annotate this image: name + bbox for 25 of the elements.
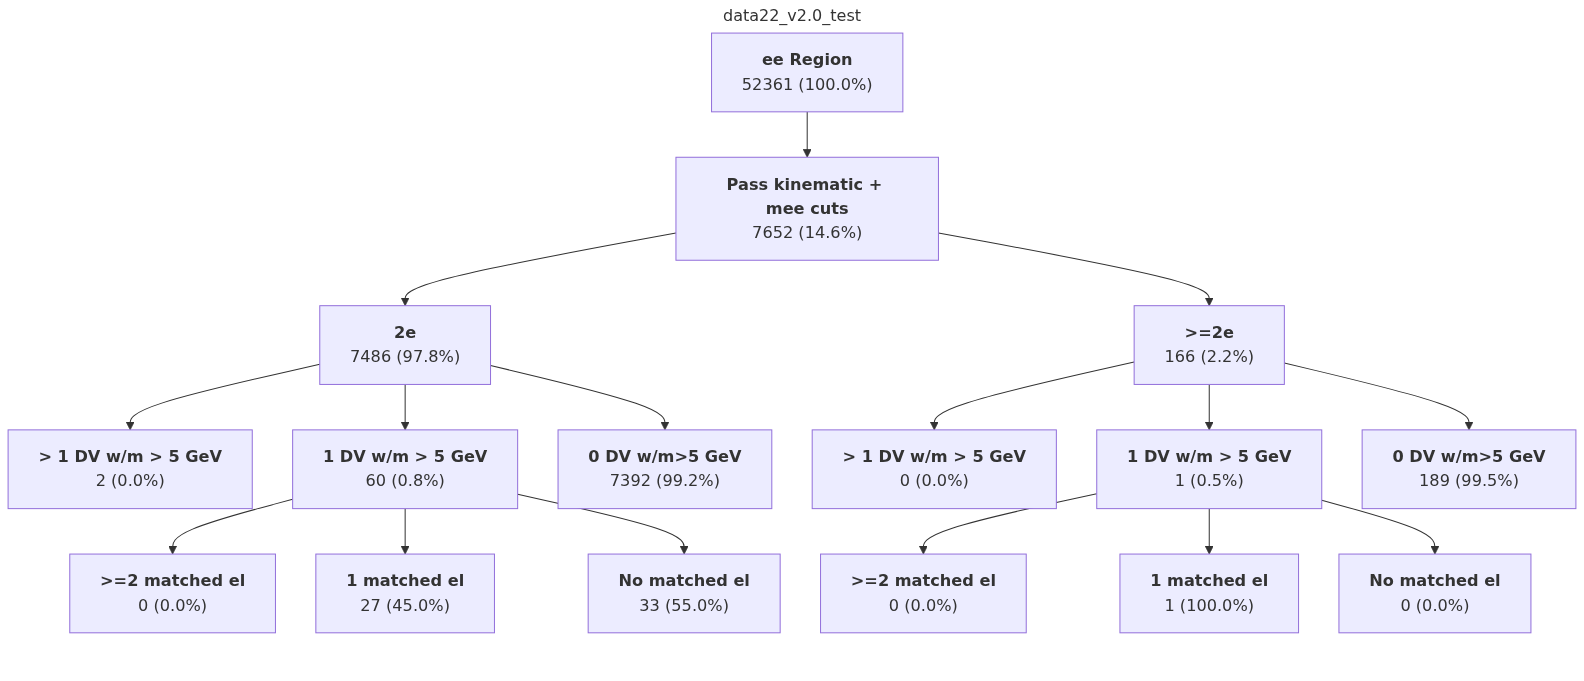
node-box: 0 DV w/m>5 GeV 7392 (99.2%) (557, 429, 773, 510)
node-box: Pass kinematic + mee cuts 7652 (14.6%) (675, 156, 939, 261)
arrow (400, 508, 410, 555)
node-box: No matched el 33 (55.0%) (587, 553, 781, 634)
node-box: 1 matched el 1 (100.0%) (1119, 553, 1300, 634)
arrow (802, 111, 812, 158)
node-box: > 1 DV w/m > 5 GeV 2 (0.0%) (7, 429, 253, 510)
node-box: ee Region 52361 (100.0%) (711, 32, 904, 113)
arrow (1204, 508, 1214, 555)
node-box: >=2 matched el 0 (0.0%) (69, 553, 276, 634)
node-box: 1 matched el 27 (45.0%) (315, 553, 495, 634)
node-box: > 1 DV w/m > 5 GeV 0 (0.0%) (811, 429, 1057, 510)
node-box: 1 DV w/m > 5 GeV 1 (0.5%) (1096, 429, 1323, 510)
arrow (490, 364, 670, 431)
arrow (400, 383, 410, 431)
node-box: 0 DV w/m>5 GeV 189 (99.5%) (1361, 429, 1577, 510)
node-box: No matched el 0 (0.0%) (1338, 553, 1532, 634)
node-box: >=2 matched el 0 (0.0%) (820, 553, 1027, 634)
node-box: >=2e 166 (2.2%) (1133, 305, 1285, 385)
arrow (929, 361, 1135, 431)
node-box: 2e 7486 (97.8%) (319, 305, 492, 385)
node-box: 1 DV w/m > 5 GeV 60 (0.8%) (292, 429, 519, 510)
arrow (1204, 383, 1214, 431)
diagram-title: data22_v2.0_test (722, 6, 861, 25)
arrow (1321, 499, 1440, 555)
